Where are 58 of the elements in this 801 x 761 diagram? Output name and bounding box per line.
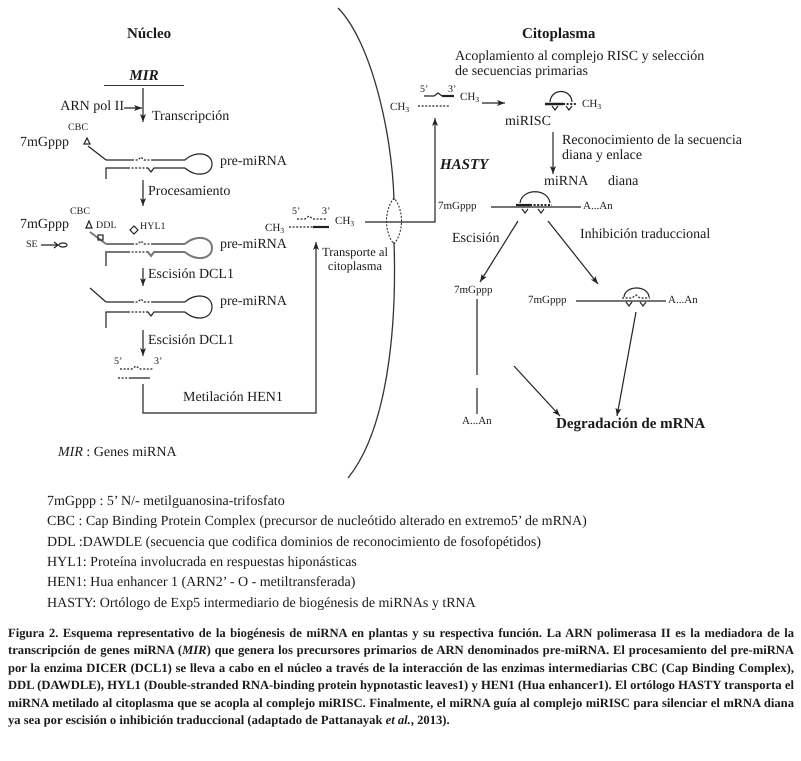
cap-label: 7mGppp <box>20 217 69 232</box>
arrow <box>142 242 319 414</box>
end-label: 5’ <box>292 206 300 217</box>
end-label: 3’ <box>322 206 330 217</box>
protein-label: SE <box>26 239 38 250</box>
glossary-entry: HYL1: Proteína involucrada en respuestas hiponásticas <box>47 555 357 570</box>
rna-label: pre-miRNA <box>220 237 287 252</box>
glossary-entry: HEN1: Hua enhancer 1 (ARN2’ - O - metiltransferada) <box>47 575 356 590</box>
outcome-label: Degradación de mRNA <box>556 416 716 434</box>
glossary-entry: CBC : Cap Binding Protein Complex (precursor de nucleótido alterado en extremo5’ de mRNA) <box>47 514 587 530</box>
glossary-entry: HASTY: Ortólogo de Exp5 intermediario de biogénesis de miRNAs y tRNA <box>47 596 476 612</box>
arrow <box>365 118 438 223</box>
arrow <box>550 132 556 174</box>
arrow <box>140 330 146 356</box>
cap-label: 7mGppp <box>454 284 492 296</box>
end-label: 3’ <box>448 84 456 95</box>
methyl-label: CH$_{3}$ <box>460 91 480 104</box>
protein-label: DDL <box>96 220 117 231</box>
enzyme-label: ARN pol II <box>40 99 124 116</box>
arrow <box>482 100 505 106</box>
rna-label: diana <box>608 174 638 190</box>
end-label: 5’ <box>420 84 428 95</box>
cap-label: 7mGppp <box>438 200 476 212</box>
cap-label: 7mGppp <box>20 135 69 150</box>
rna-label: pre-miRNA <box>220 154 287 170</box>
end-label: 5’ <box>114 356 122 367</box>
footnote: MIR : Genes miRNA <box>58 445 177 460</box>
arrow <box>140 180 146 206</box>
process-label: Transporte al citoplasma <box>321 246 389 274</box>
gene-name: MIR <box>104 68 184 86</box>
tail-label: A...An <box>583 200 613 212</box>
protein-label: HYL1 <box>140 221 166 232</box>
arrow <box>514 366 560 416</box>
methyl-label: CH$_{3}$ <box>335 215 354 228</box>
glossary-entry: DDL :DAWDLE (secuencia que codifica dominios de reconocimiento de fosofopétidos) <box>47 535 542 550</box>
figure-caption: Figura 2. Esquema representativo de la biogénesis de miRNA en plantas y su respectiva función. La ARN polimerasa II es la mediadora de la transcripción de genes miRNA (MIR) que genera los precursores primarios de ARN denominados pre-miRNA. El procesamiento del pre-miRNA por la enzima DICER (DCL1) se lleva a cabo en el núcleo a través de la interacción de las enzimas intermediarias CBC (Cap Binding Complex), DDL (DAWDLE), HYL1 (Double-stranded RNA-binding protein hypnotastic leaves1) y HEN1 (Hua enhancer1). El ortólogo HASTY transporta el miRNA metilado al citoplasma que se acopla al complejo miRISC. Finalmente, el miRNA guía al complejo miRISC para silenciar el mRNA diana ya sea por escisión o inhibición traduccional (adaptado de Pattanayak et al., 2013). <box>8 625 794 730</box>
arrow <box>140 88 146 122</box>
region-title: Citoplasma <box>522 26 596 42</box>
tail-label: A...An <box>668 294 698 306</box>
region-title: Núcleo <box>127 26 172 42</box>
rna-label: pre-miRNA <box>220 294 287 310</box>
methyl-label: CH$_{3}$ <box>390 101 410 114</box>
complex-label: miRISC <box>505 114 551 130</box>
methyl-label: CH$_{3}$ <box>265 222 284 234</box>
tail-label: A...An <box>462 415 492 428</box>
arrow <box>615 312 637 416</box>
arrow <box>124 105 142 111</box>
end-label: 3’ <box>154 356 162 367</box>
cap-label: 7mGppp <box>528 294 566 306</box>
methyl-label: CH$_{3}$ <box>582 98 602 110</box>
arrow <box>548 220 598 284</box>
protein-label: CBC <box>70 206 90 217</box>
rna-label: miRNA <box>544 174 588 190</box>
glossary-entry: 7mGppp : 5’ N/- metilguanosina-trifosfato <box>47 494 285 510</box>
protein-label: CBC <box>68 122 88 133</box>
arrow <box>480 220 518 282</box>
arrow <box>140 268 146 286</box>
edge-label: Transcripción <box>152 110 230 125</box>
